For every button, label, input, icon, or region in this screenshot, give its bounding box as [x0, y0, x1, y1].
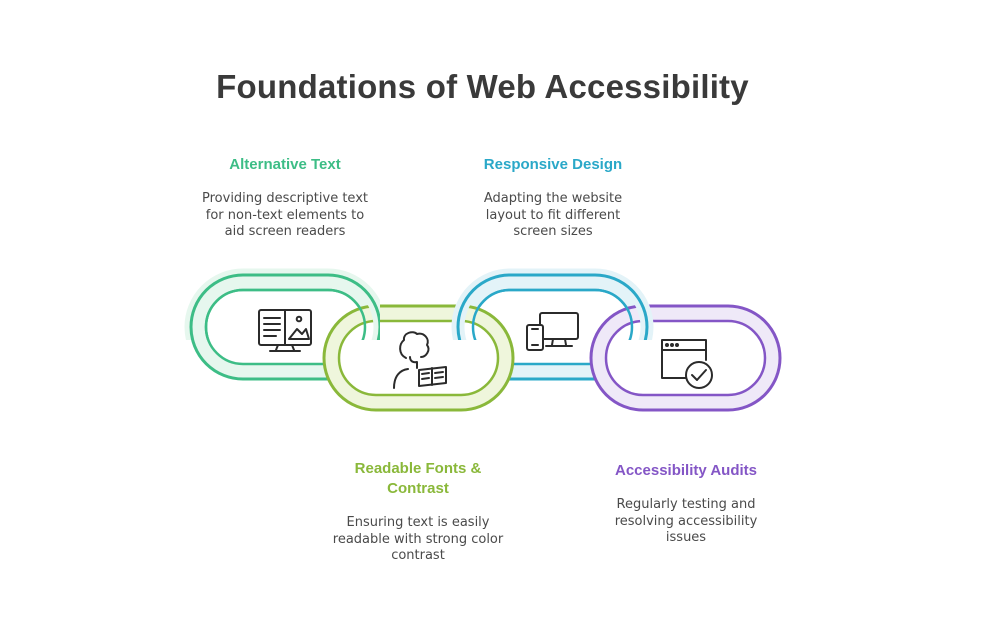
chain-link-accessibility-audits [589, 304, 782, 412]
heading-line: Alternative Text [229, 156, 341, 173]
item-description: Regularly testing and resolving accessib… [586, 497, 786, 547]
item-heading: Alternative Text [185, 155, 385, 175]
desc-line: aid screen readers [224, 224, 346, 239]
item-description: Providing descriptive text for non-text … [185, 191, 385, 241]
desc-line: Ensuring text is easily [346, 515, 490, 530]
person-reading-icon [393, 331, 447, 389]
desc-line: screen sizes [513, 224, 593, 239]
item-heading: Responsive Design [453, 155, 653, 175]
desc-line: readable with strong color [332, 531, 504, 547]
monitor-image-icon [258, 309, 312, 352]
browser-check-icon [661, 339, 713, 389]
item-heading: Accessibility Audits [586, 461, 786, 481]
item-responsive-design: Responsive Design Adapting the website l… [453, 155, 653, 241]
item-heading: Readable Fonts & Contrast [318, 459, 518, 499]
desc-line: Providing descriptive text [202, 191, 368, 206]
item-description: Ensuring text is easily readable with st… [318, 515, 518, 565]
heading-line: Responsive Design [483, 156, 623, 173]
item-accessibility-audits: Accessibility Audits Regularly testing a… [586, 461, 786, 547]
heading-line: Accessibility Audits [615, 462, 757, 479]
devices-icon [526, 312, 579, 351]
desc-line: resolving accessibility [614, 513, 758, 529]
desc-line: contrast [391, 548, 445, 563]
item-alternative-text: Alternative Text Providing descriptive t… [185, 155, 385, 241]
item-readable-fonts: Readable Fonts & Contrast Ensuring text … [318, 459, 518, 565]
heading-line: Contrast [387, 480, 449, 497]
desc-line: layout to fit different [485, 207, 621, 223]
desc-line: issues [665, 530, 707, 545]
desc-line: Adapting the website [483, 191, 623, 206]
heading-line: Readable Fonts & [354, 460, 482, 477]
desc-line: for non-text elements to [205, 207, 365, 223]
page-title: Foundations of Web Accessibility [216, 68, 749, 105]
chain-link-readable-fonts [322, 304, 515, 412]
item-description: Adapting the website layout to fit diffe… [453, 191, 653, 241]
desc-line: Regularly testing and [616, 497, 756, 512]
